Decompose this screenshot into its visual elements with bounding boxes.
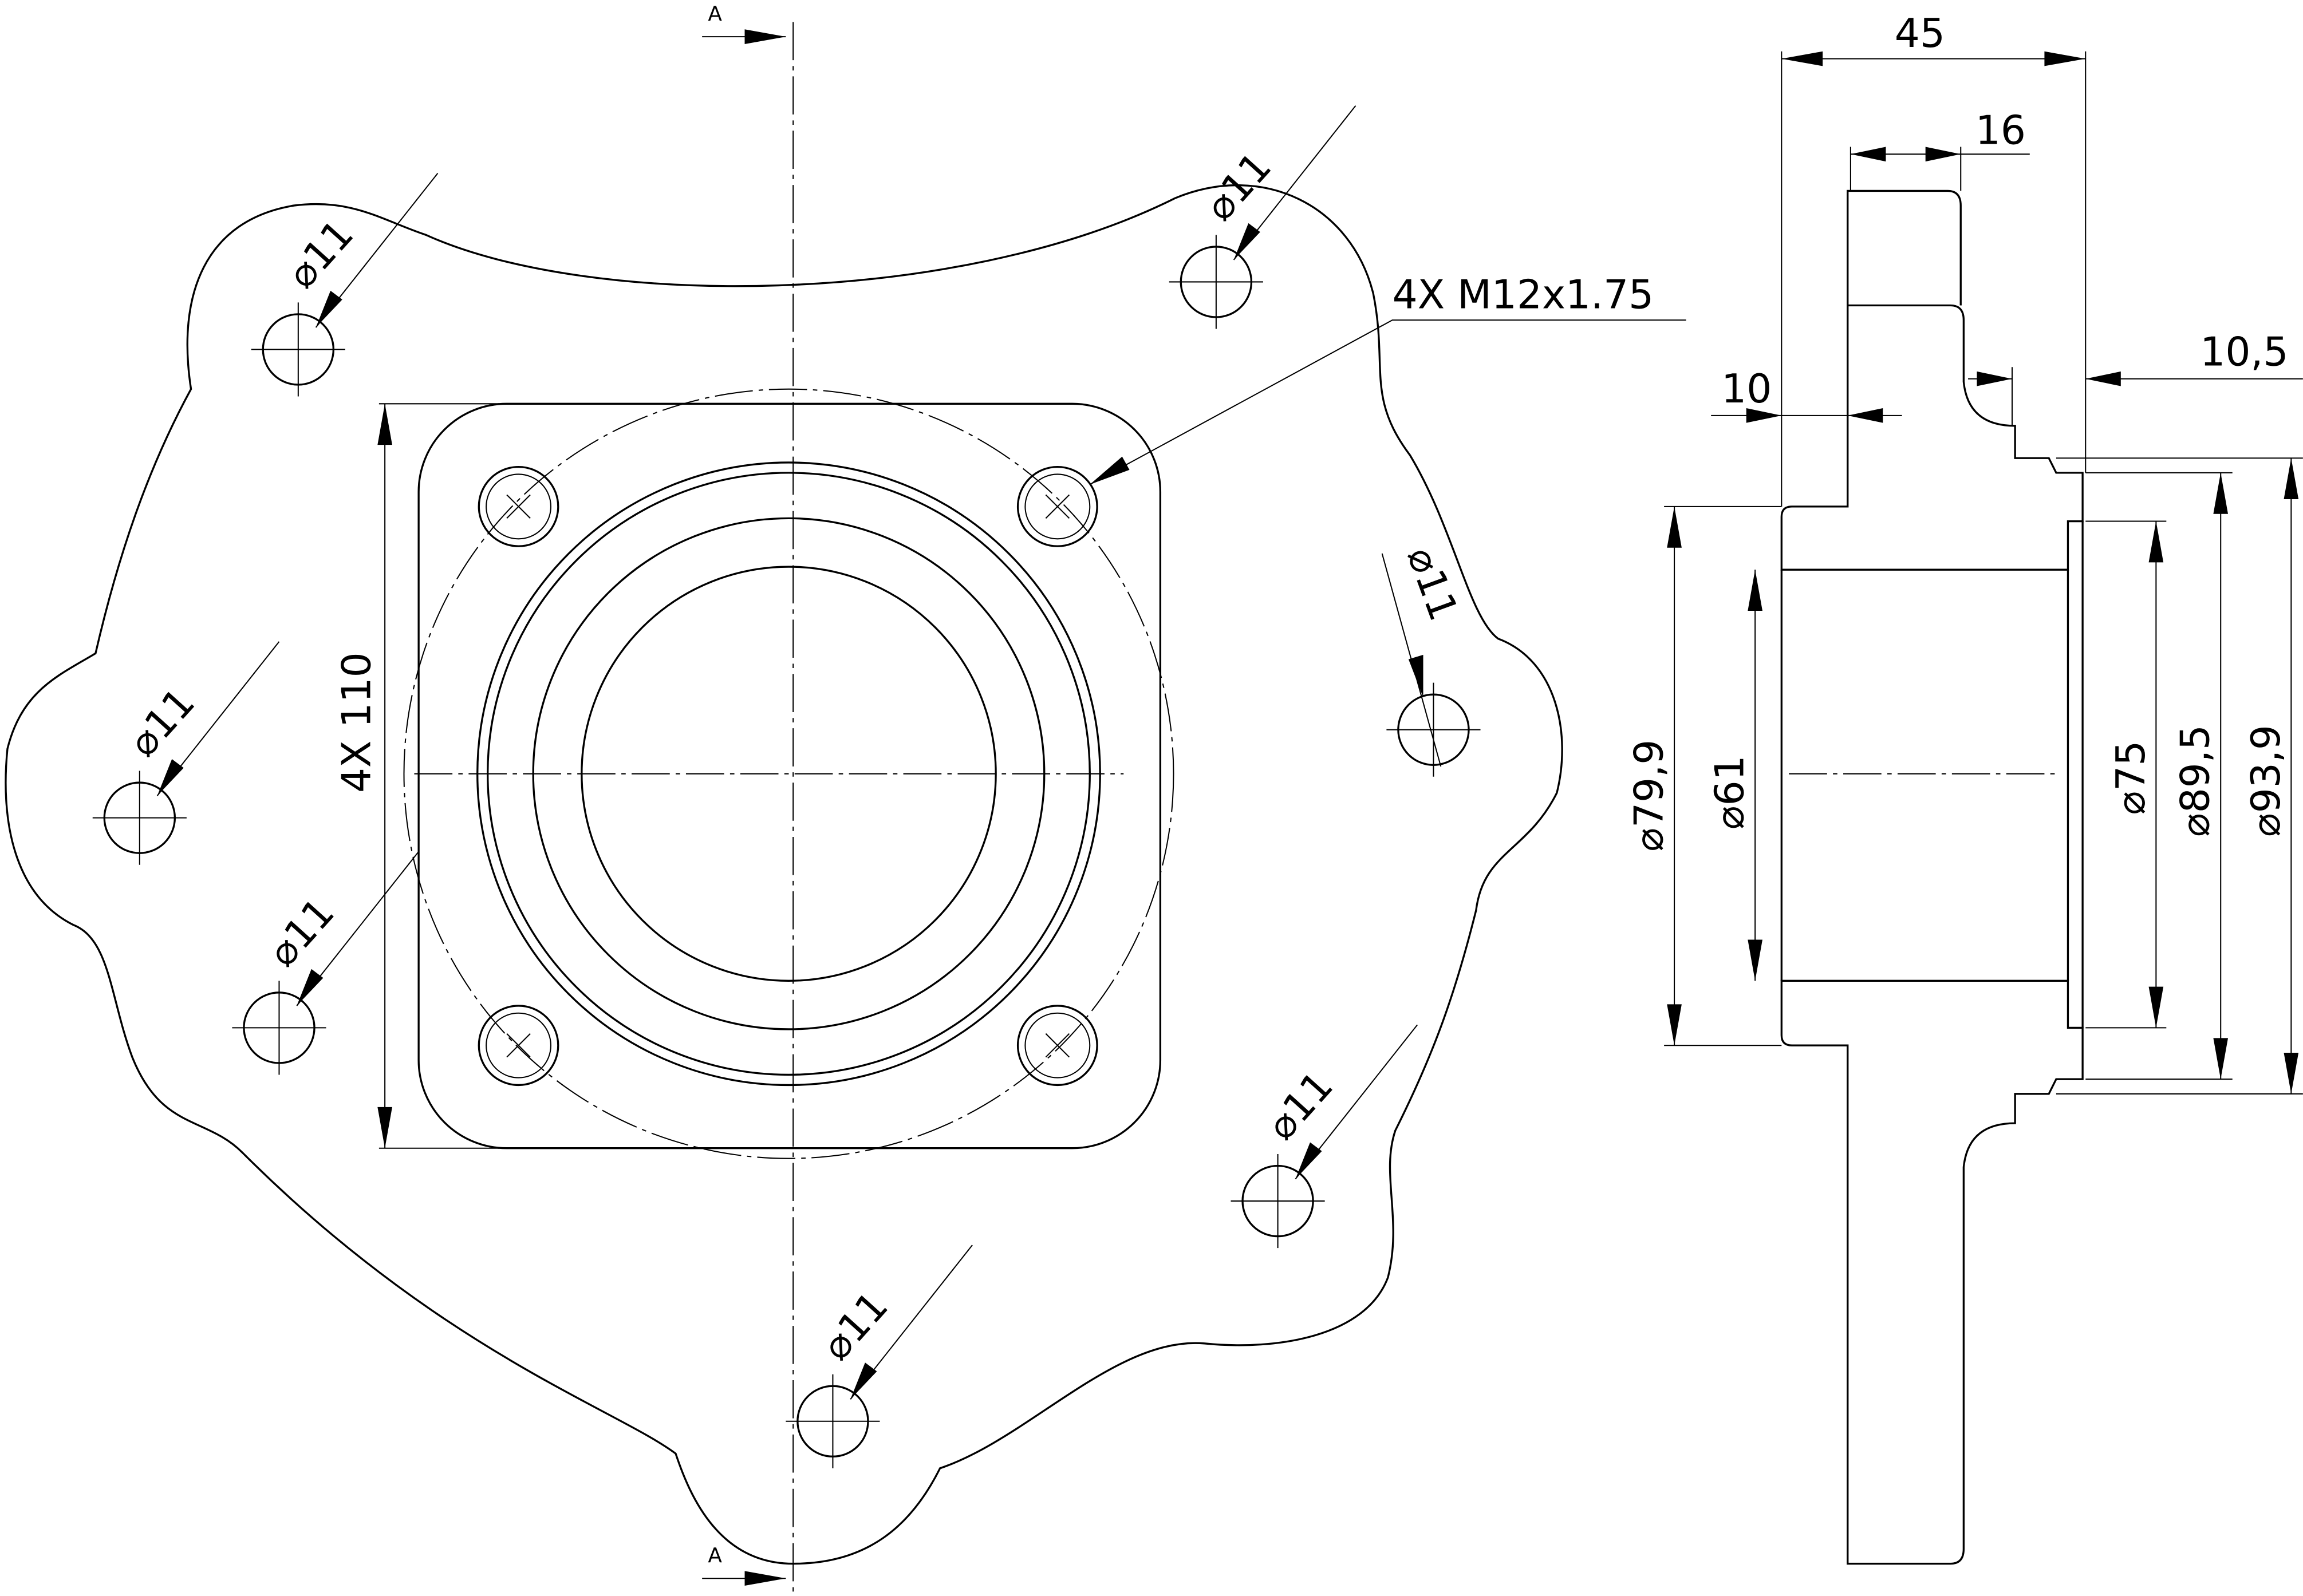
bolt-circle <box>403 388 1174 1159</box>
section-upper <box>1780 304 2084 571</box>
dim-dia-79-9: ⌀79,9 <box>1627 740 1673 852</box>
dim-step-left: 10 <box>1721 366 1772 412</box>
section-lower <box>1780 979 2084 1565</box>
dim-overall-width: 45 <box>1895 11 1945 57</box>
dim-dia-93-9: ⌀93,9 <box>2243 725 2289 837</box>
dim-dia-89-5: ⌀89,5 <box>2173 725 2219 837</box>
section-view: 45 16 10,5 10 ⌀79,9 ⌀61 ⌀75 ⌀89,5 ⌀93,9 <box>1627 11 2303 1565</box>
square-flange <box>417 402 1162 1149</box>
part-outline <box>5 184 1563 1565</box>
section-mark-bottom: A <box>708 1544 722 1567</box>
thread-callout: 4X M12x1.75 <box>1393 272 1654 318</box>
mounting-hole: ⌀11 <box>92 641 280 865</box>
square-dimension: 4X 110 <box>334 652 380 793</box>
tapped-hole <box>1016 465 1098 547</box>
mounting-hole: ⌀11 <box>232 851 419 1075</box>
dim-step-right: 10,5 <box>2200 330 2288 376</box>
dim-flange-width: 16 <box>1975 108 2026 153</box>
front-view: A A ⌀11⌀11⌀11⌀11⌀11⌀11⌀11 4X 110 4X M12x… <box>5 2 1686 1593</box>
hole-diameter-label: ⌀11 <box>1398 541 1466 626</box>
tapped-hole <box>1016 1005 1098 1087</box>
mounting-hole: ⌀11 <box>1381 541 1481 777</box>
dim-dia-61: ⌀61 <box>1707 755 1753 829</box>
section-mark-top: A <box>708 2 722 26</box>
tapped-hole <box>478 1005 559 1087</box>
mounting-holes: ⌀11⌀11⌀11⌀11⌀11⌀11⌀11 <box>92 105 1481 1468</box>
mounting-hole: ⌀11 <box>786 1245 973 1468</box>
mounting-hole: ⌀11 <box>1231 1024 1418 1249</box>
tapped-hole <box>478 465 559 547</box>
flange-top-unhatched <box>1847 189 1962 306</box>
dim-dia-75: ⌀75 <box>2108 741 2154 815</box>
tapped-holes <box>478 465 1098 1087</box>
